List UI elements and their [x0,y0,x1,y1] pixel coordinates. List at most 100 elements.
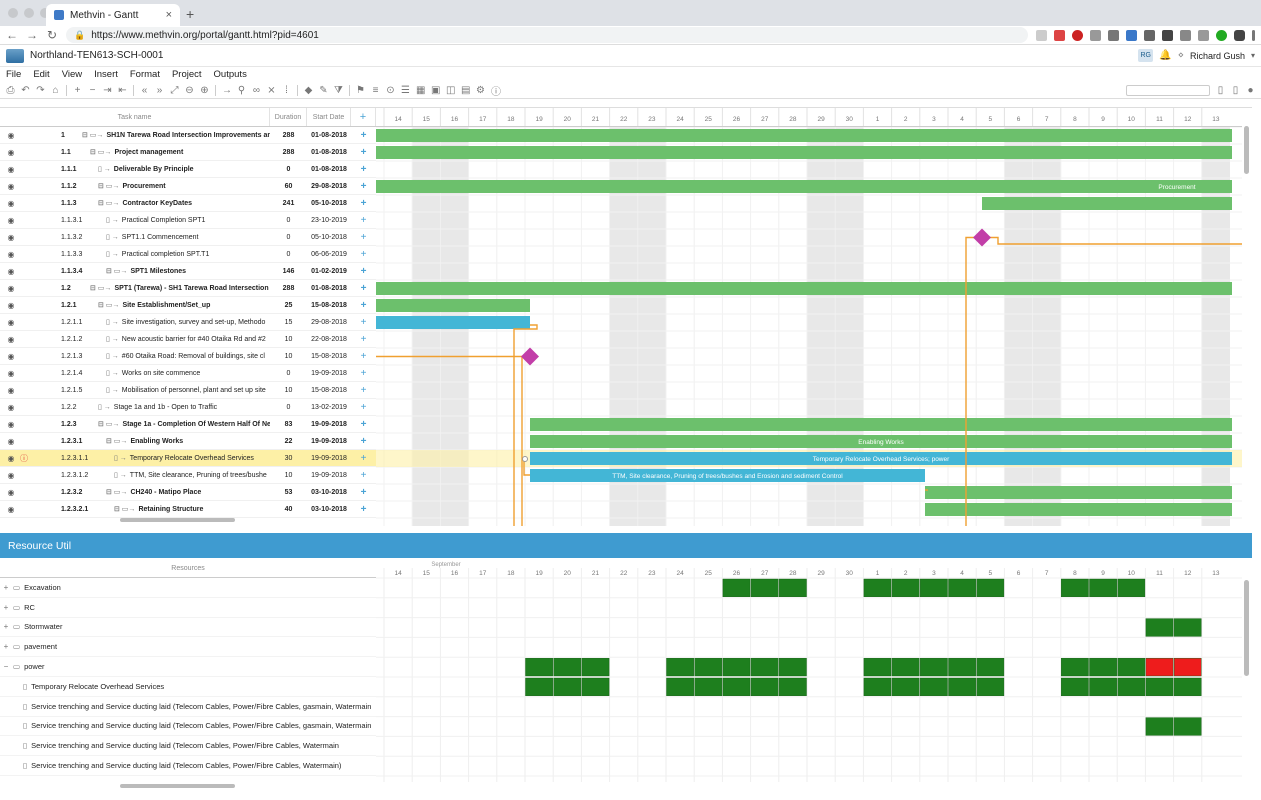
file-icon[interactable]: ▯ → [98,404,111,411]
task-name[interactable]: ⊟ ▭→SPT1 (Tarewa) - SH1 Tarewa Road Inte… [74,284,270,292]
file-icon[interactable]: ▯ → [106,370,119,377]
visibility-eye-icon[interactable]: ◉ [7,334,15,344]
task-name[interactable]: ⊟ ▭→Project management [74,148,270,156]
folder-icon[interactable]: ⊟ ▭→ [106,489,128,496]
task-row[interactable]: ◉1.2.3.1.2▯ →TTM, Site clearance, Prunin… [0,467,376,484]
calendar-icon[interactable]: ▣ [431,84,441,96]
flag-icon[interactable]: ⚑ [356,84,365,96]
task-duration[interactable]: 146 [282,267,295,275]
user-name[interactable]: Richard Gush [1189,50,1245,61]
format-painter-icon[interactable]: ⌂ [52,84,59,96]
opera-icon[interactable] [1072,29,1083,41]
task-start-date[interactable]: 01-08-2018 [311,165,347,173]
task-start-date[interactable]: 03-10-2018 [311,488,347,496]
visibility-eye-icon[interactable]: ◉ [7,368,15,378]
task-duration[interactable]: 25 [284,301,293,309]
add-icon[interactable]: + [74,84,81,96]
file-icon[interactable]: ▯ → [114,472,127,479]
resource-row[interactable]: +▭Excavation [0,578,376,598]
warning-icon[interactable]: ⓘ [20,453,28,463]
user-avatar[interactable]: RG [1138,49,1154,62]
resources-column-header[interactable]: Resources [0,560,376,578]
resource-row[interactable]: −▭power [0,657,376,677]
lock-task-icon[interactable]: ⊙ [386,84,395,96]
resource-vertical-scrollbar[interactable] [1244,580,1249,676]
file-icon[interactable]: ▯ → [106,234,119,241]
task-duration[interactable]: 60 [284,182,293,190]
resource-horizontal-scrollbar[interactable] [120,784,235,788]
reload-icon[interactable]: ↻ [46,28,58,42]
task-name[interactable]: ▯ →TTM, Site clearance, Pruning of trees… [74,471,270,479]
add-subtask-icon[interactable]: + [360,231,367,243]
task-duration[interactable]: 288 [282,131,295,139]
menu-edit[interactable]: Edit [33,69,50,80]
file-icon[interactable]: ▯ → [106,217,119,224]
col-start-date[interactable]: Start Date [307,108,351,126]
add-subtask-icon[interactable]: + [360,146,367,158]
visibility-eye-icon[interactable]: ◉ [7,470,15,480]
task-duration[interactable]: 0 [286,250,291,258]
task-duration[interactable]: 241 [282,199,295,207]
task-row[interactable]: ◉1.2.3⊟ ▭→Stage 1a - Completion Of Weste… [0,416,376,433]
expand-icon[interactable]: » [156,84,163,96]
task-start-date[interactable]: 03-10-2018 [311,505,347,513]
visibility-eye-icon[interactable]: ◉ [7,266,15,276]
resource-row[interactable]: +▭pavement [0,637,376,658]
task-duration[interactable]: 0 [286,403,291,411]
add-subtask-icon[interactable]: + [360,452,367,464]
fill-icon[interactable]: ◆ [304,84,313,96]
calendar-view-icon[interactable]: ▤ [461,84,471,96]
add-subtask-icon[interactable]: + [360,367,367,379]
menu-insert[interactable]: Insert [94,69,118,80]
task-row[interactable]: ◉1.2.1.5▯ →Mobilisation of personnel, pl… [0,382,376,399]
visibility-eye-icon[interactable]: ◉ [7,249,15,259]
resource-row[interactable]: ▯Service trenching and Service ducting l… [0,697,376,717]
folder-icon[interactable]: ⊟ ▭→ [106,438,128,445]
menu-view[interactable]: View [61,69,83,80]
add-subtask-icon[interactable]: + [360,248,367,260]
task-start-date[interactable]: 05-10-2018 [311,233,347,241]
ext-stack-icon[interactable] [1162,29,1173,41]
task-row[interactable]: ◉1.2⊟ ▭→SPT1 (Tarewa) - SH1 Tarewa Road … [0,280,376,297]
dashboard-icon[interactable]: ◫ [446,84,456,96]
visibility-eye-icon[interactable]: ◉ [7,215,15,225]
add-subtask-icon[interactable]: + [360,486,367,498]
task-name[interactable]: ⊟ ▭→Enabling Works [74,437,270,445]
task-start-date[interactable]: 23-10-2019 [311,216,347,224]
task-duration[interactable]: 10 [284,386,293,394]
resource-row[interactable]: ▯Service trenching and Service ducting l… [0,756,376,776]
task-name[interactable]: ▯ →Mobilisation of personnel, plant and … [74,386,270,394]
add-subtask-icon[interactable]: + [360,129,367,141]
visibility-eye-icon[interactable]: ◉ [7,385,15,395]
task-name[interactable]: ⊟ ▭→Stage 1a - Completion Of Western Hal… [74,420,270,428]
file-icon[interactable]: ▯ → [98,166,111,173]
folder-icon[interactable]: ⊟ ▭→ [98,302,120,309]
visibility-eye-icon[interactable]: ◉ [7,181,15,191]
export-pdf-icon[interactable]: ▯ [1217,84,1224,96]
folder-icon[interactable]: ⊟ ▭→ [90,149,112,156]
task-name[interactable]: ⊟ ▭→SPT1 Milestones [74,267,270,275]
new-tab-button[interactable]: + [186,6,195,22]
folder-icon[interactable]: ⊟ ▭→ [82,132,104,139]
task-duration[interactable]: 0 [286,369,291,377]
file-icon[interactable]: ▯ → [106,319,119,326]
add-subtask-icon[interactable]: + [360,299,367,311]
visibility-eye-icon[interactable]: ◉ [7,198,15,208]
visibility-eye-icon[interactable]: ◉ [7,419,15,429]
folder-icon[interactable]: ⊟ ▭→ [114,506,136,513]
expand-icon[interactable]: + [3,642,9,652]
task-name[interactable]: ▯ →Site investigation, survey and set-up… [74,318,270,326]
indent-icon[interactable]: ⇥ [103,84,112,96]
ext-cloud-icon[interactable] [1198,29,1209,41]
task-name[interactable]: ▯ →Stage 1a and 1b - Open to Traffic [74,403,270,411]
task-start-date[interactable]: 19-09-2018 [311,420,347,428]
task-start-date[interactable]: 29-08-2018 [311,318,347,326]
task-duration[interactable]: 15 [284,318,293,326]
task-start-date[interactable]: 22-08-2018 [311,335,347,343]
add-subtask-icon[interactable]: + [360,384,367,396]
pen-icon[interactable]: ✎ [319,84,328,96]
